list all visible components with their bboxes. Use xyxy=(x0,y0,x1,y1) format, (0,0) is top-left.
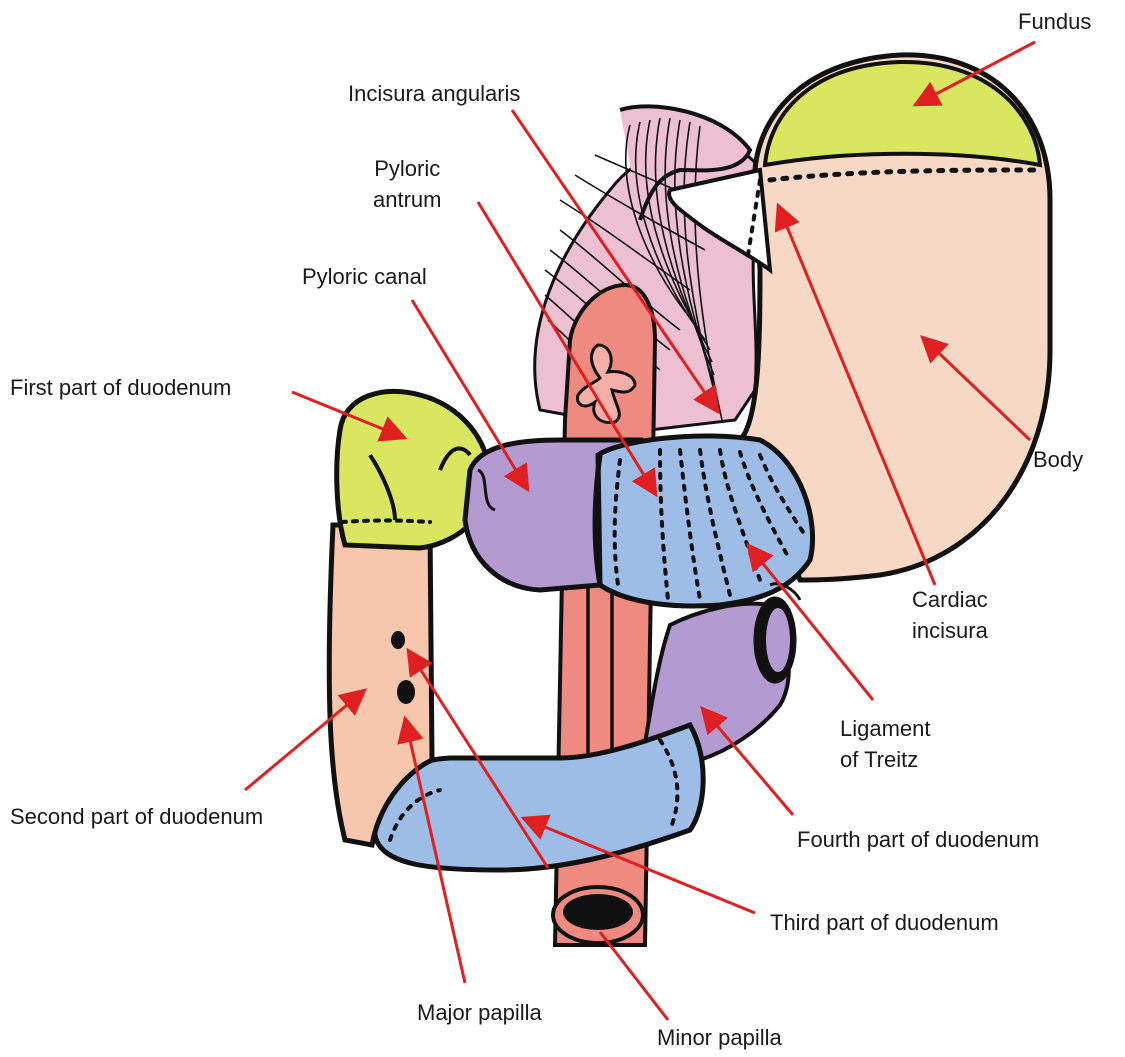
label-fourth-part: Fourth part of duodenum xyxy=(797,824,1039,855)
label-ligament-treitz: Ligament of Treitz xyxy=(840,713,931,775)
label-incisura-angularis: Incisura angularis xyxy=(348,78,520,109)
label-pyloric-antrum: Pyloric antrum xyxy=(373,153,441,215)
label-body: Body xyxy=(1033,444,1083,475)
label-second-part: Second part of duodenum xyxy=(10,801,263,832)
label-minor-papilla: Minor papilla xyxy=(657,1022,782,1053)
label-first-part: First part of duodenum xyxy=(10,372,231,403)
label-third-part: Third part of duodenum xyxy=(770,907,999,938)
label-fundus: Fundus xyxy=(1018,6,1091,37)
label-cardiac-incisura: Cardiac incisura xyxy=(912,584,988,646)
label-major-papilla: Major papilla xyxy=(417,997,542,1028)
label-pyloric-canal: Pyloric canal xyxy=(302,261,427,292)
fundus-region xyxy=(765,62,1040,165)
pyloric-region xyxy=(465,436,813,606)
